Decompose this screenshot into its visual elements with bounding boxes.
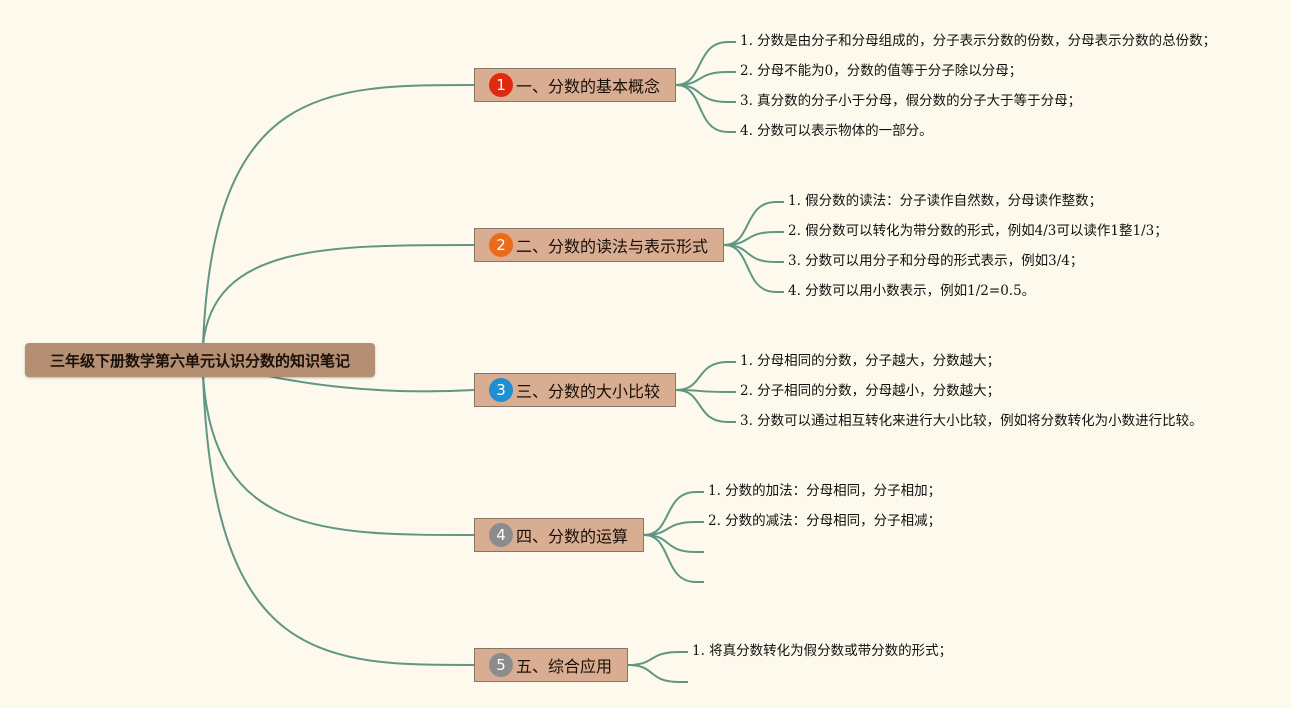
leaf-item[interactable]: 1. 将真分数转化为假分数或带分数的形式； (692, 643, 953, 659)
leaf-connector (627, 651, 688, 666)
leaf-item[interactable]: 4. 分数可以表示物体的一部分。 (740, 123, 933, 139)
topic-operations[interactable]: 4 四、分数的运算 (474, 518, 644, 552)
topic-application[interactable]: 5 五、综合应用 (474, 648, 628, 682)
leaf-connector (643, 521, 704, 536)
leaf-item[interactable]: 2. 假分数可以转化为带分数的形式，例如4/3可以读作1整1/3； (788, 223, 1168, 239)
topic-label: 二、分数的读法与表示形式 (516, 237, 709, 256)
root-connector (202, 374, 475, 536)
leaf-item[interactable]: 2. 分母不能为0，分数的值等于分子除以分母； (740, 63, 1023, 79)
topic-label: 四、分数的运算 (516, 527, 629, 546)
leaf-connector (723, 201, 784, 246)
number-4-icon: 4 (489, 523, 513, 547)
topic-label: 五、综合应用 (516, 657, 613, 676)
leaf-connector (675, 41, 736, 86)
topic-reading-forms[interactable]: 2 二、分数的读法与表示形式 (474, 228, 724, 262)
leaf-connector (643, 534, 704, 583)
leaf-connector (675, 389, 736, 423)
leaf-item[interactable]: 1. 分母相同的分数，分子越大，分数越大； (740, 353, 1001, 369)
leaf-connector (675, 84, 736, 133)
leaf-item[interactable]: 1. 分数的加法：分母相同，分子相加； (708, 483, 942, 499)
leaf-item[interactable]: 4. 分数可以用小数表示，例如1/2=0.5。 (788, 283, 1036, 299)
leaf-connector (627, 664, 688, 683)
topic-label: 三、分数的大小比较 (516, 382, 661, 401)
root-connector (262, 374, 475, 393)
root-connector (202, 244, 475, 346)
leaf-connector (723, 231, 784, 246)
topic-comparison[interactable]: 3 三、分数的大小比较 (474, 373, 676, 407)
topic-label: 一、分数的基本概念 (516, 77, 661, 96)
topic-basic-concept[interactable]: 1 一、分数的基本概念 (474, 68, 676, 102)
leaf-item[interactable]: 3. 分数可以用分子和分母的形式表示，例如3/4； (788, 253, 1084, 269)
leaf-connector (723, 244, 784, 293)
leaf-connector (643, 491, 704, 536)
leaf-connector (675, 71, 736, 86)
root-connector (202, 374, 475, 666)
leaf-item[interactable]: 3. 真分数的分子小于分母，假分数的分子大于等于分母； (740, 93, 1082, 109)
leaf-item[interactable]: 2. 分数的减法：分母相同，分子相减； (708, 513, 942, 529)
leaf-connector (675, 389, 736, 393)
number-5-icon: 5 (489, 653, 513, 677)
number-2-icon: 2 (489, 233, 513, 257)
leaf-item[interactable]: 1. 假分数的读法：分子读作自然数，分母读作整数； (788, 193, 1103, 209)
leaf-item[interactable]: 1. 分数是由分子和分母组成的，分子表示分数的份数，分母表示分数的总份数； (740, 33, 1217, 49)
root-node[interactable]: 三年级下册数学第六单元认识分数的知识笔记 (25, 343, 375, 377)
leaf-connector (675, 361, 736, 391)
number-3-icon: 3 (489, 378, 513, 402)
leaf-item[interactable]: 2. 分子相同的分数，分母越小，分数越大； (740, 383, 1001, 399)
root-connector (202, 84, 475, 346)
number-1-icon: 1 (489, 73, 513, 97)
leaf-item[interactable]: 3. 分数可以通过相互转化来进行大小比较，例如将分数转化为小数进行比较。 (740, 413, 1203, 429)
